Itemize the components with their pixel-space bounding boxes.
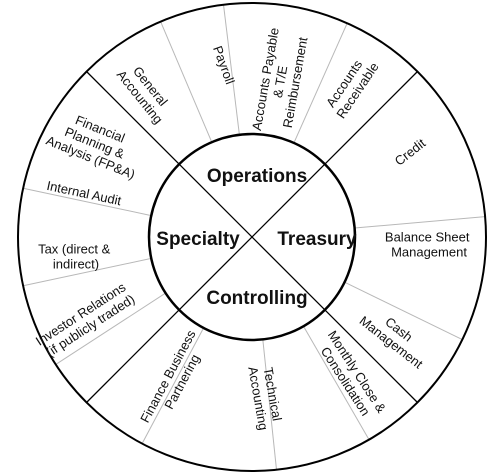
segment-label-fpa: Financial Planning & Analysis (FP&A) [44,105,149,182]
segment-divider-3 [22,187,152,217]
segment-label-tax: Tax (direct & indirect) [38,241,114,271]
segment-dividers [22,4,486,470]
segment-divider-1 [293,22,348,144]
segment-divider-8 [303,325,370,440]
segment-divider-6 [354,216,486,229]
segment-divider-4 [22,257,152,287]
quadrant-lines [178,163,326,311]
segment-divider-9 [141,327,205,444]
segment-label-internal-audit: Internal Audit [45,178,123,209]
outer-ring [17,2,487,472]
segment-label-technical-accounting: Technical Accounting [245,363,286,432]
segment-label-investor-relations: Investor Relations (if publicly traded) [33,277,140,361]
segment-label-general-accounting: General Accounting [114,58,178,127]
quadrant-label-treasury: Treasury [277,229,357,250]
segment-divider-7 [344,281,463,341]
quadrant-divider-0 [324,71,418,165]
segment-label-credit: Credit [392,135,429,168]
quadrant-divider-1 [324,309,418,403]
segment-label-payroll: Payroll [210,44,238,87]
quadrant-label-specialty: Specialty [156,229,240,250]
segment-divider-0 [223,4,240,135]
segment-label-accounts-payable: Accounts Payable & T/E Reimbursement [249,23,312,137]
segment-label-balance-sheet-management: Balance Sheet Management [385,229,473,259]
quadrant-label-controlling: Controlling [206,288,307,309]
segment-divider-10 [262,339,277,470]
segment-label-cash-management: Cash Management [357,301,436,372]
segment-divider-5 [55,292,166,365]
segment-label-monthly-close: Monthly Close & Consolidation [312,328,391,427]
quadrant-divider-3 [86,71,180,165]
quadrant-label-operations: Operations [207,166,307,187]
inner-cross-line-b [178,163,326,311]
segment-divider-2 [160,21,213,143]
quadrant-divider-2 [86,309,180,403]
